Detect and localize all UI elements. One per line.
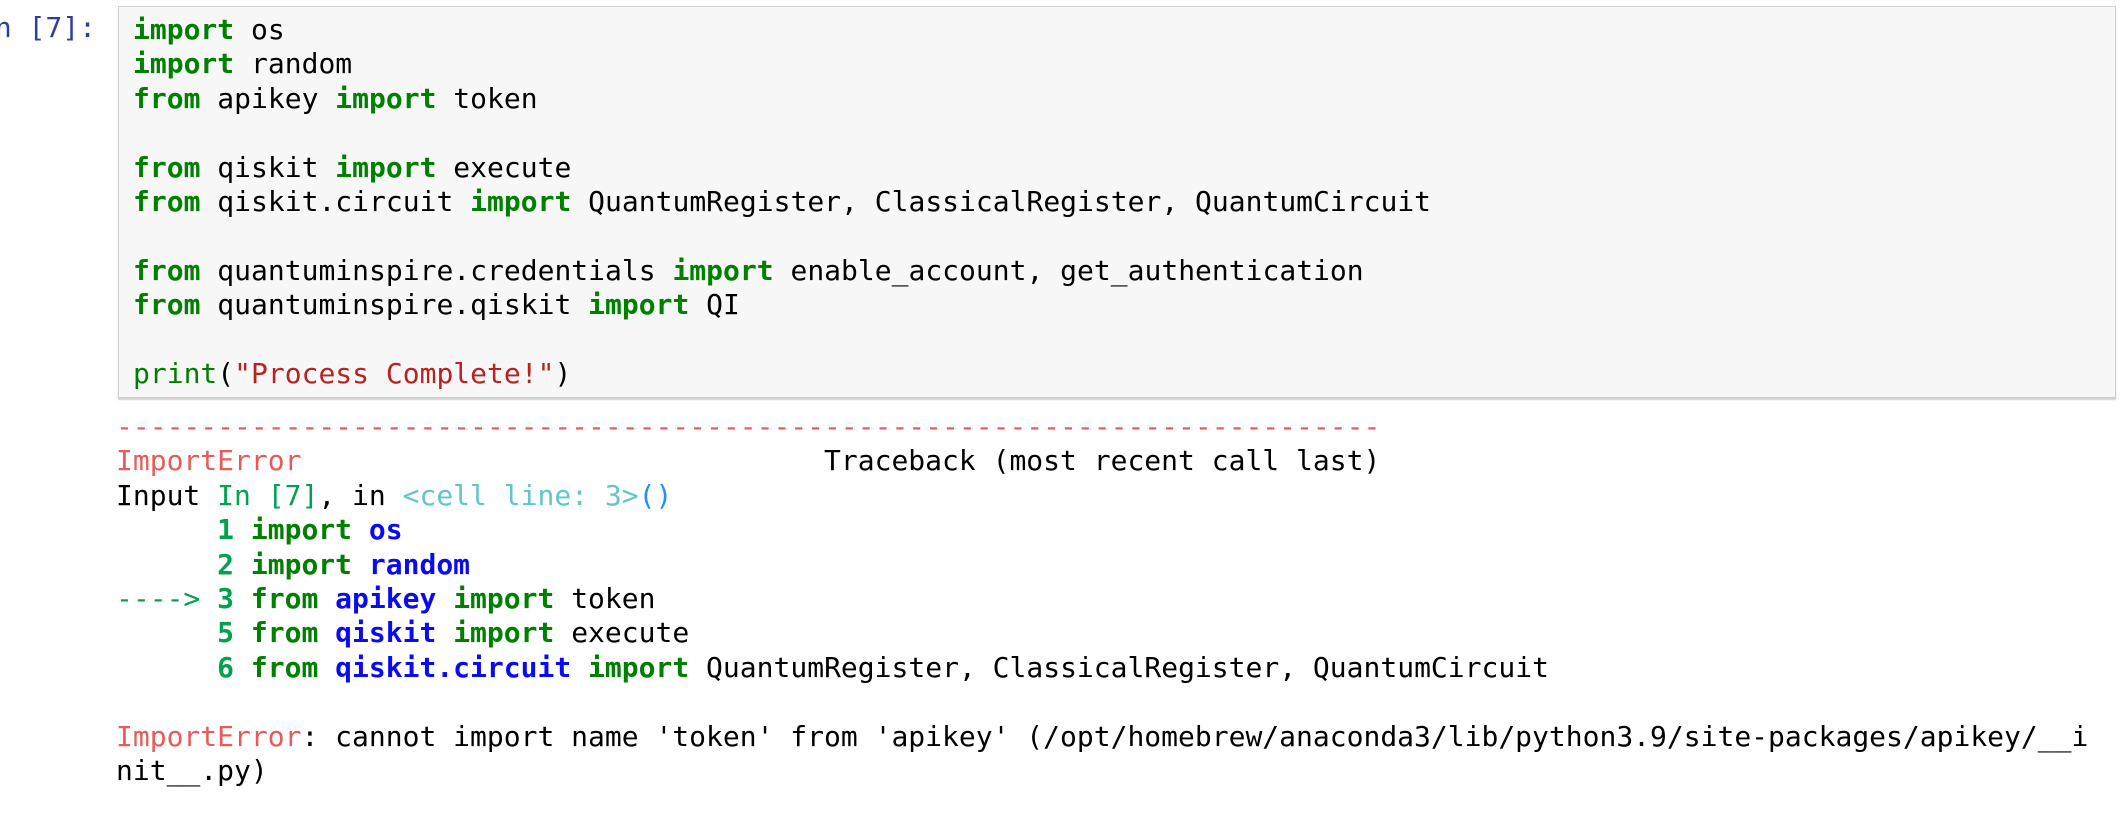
input-prompt: In [7]: bbox=[0, 11, 97, 44]
traceback-line: ----------------------------------------… bbox=[116, 410, 1381, 443]
traceback-line: 1 import os bbox=[217, 513, 403, 547]
code-line: import os bbox=[133, 13, 285, 46]
code-line: import random bbox=[133, 47, 353, 81]
traceback-line bbox=[116, 685, 2096, 719]
traceback-line: 5 from qiskit import execute bbox=[217, 616, 690, 650]
code-line bbox=[133, 116, 2107, 150]
traceback: ----------------------------------------… bbox=[116, 410, 2096, 788]
error-output: ----------------------------------------… bbox=[116, 410, 2096, 788]
traceback-line: ImportError: cannot import name 'token' … bbox=[116, 719, 2089, 788]
traceback-line: 6 from qiskit.circuit import QuantumRegi… bbox=[217, 650, 1549, 684]
code-line bbox=[133, 323, 2107, 357]
code-line: from quantuminspire.qiskit import QI bbox=[133, 288, 740, 322]
traceback-line: 2 import random bbox=[217, 547, 471, 581]
traceback-line: ImportError Traceback (most recent call … bbox=[116, 444, 1381, 478]
traceback-line: Input In [7], in <cell line: 3>() bbox=[116, 478, 673, 512]
traceback-line: ----> 3 from apikey import token bbox=[116, 582, 656, 616]
code-line: from apikey import token bbox=[133, 81, 538, 115]
code-line: from qiskit import execute bbox=[133, 150, 572, 184]
code-line: from quantuminspire.credentials import e… bbox=[133, 253, 1364, 287]
code-line: print("Process Complete!") bbox=[133, 357, 572, 391]
code-line: from qiskit.circuit import QuantumRegist… bbox=[133, 185, 1432, 219]
code-line bbox=[133, 219, 2107, 253]
